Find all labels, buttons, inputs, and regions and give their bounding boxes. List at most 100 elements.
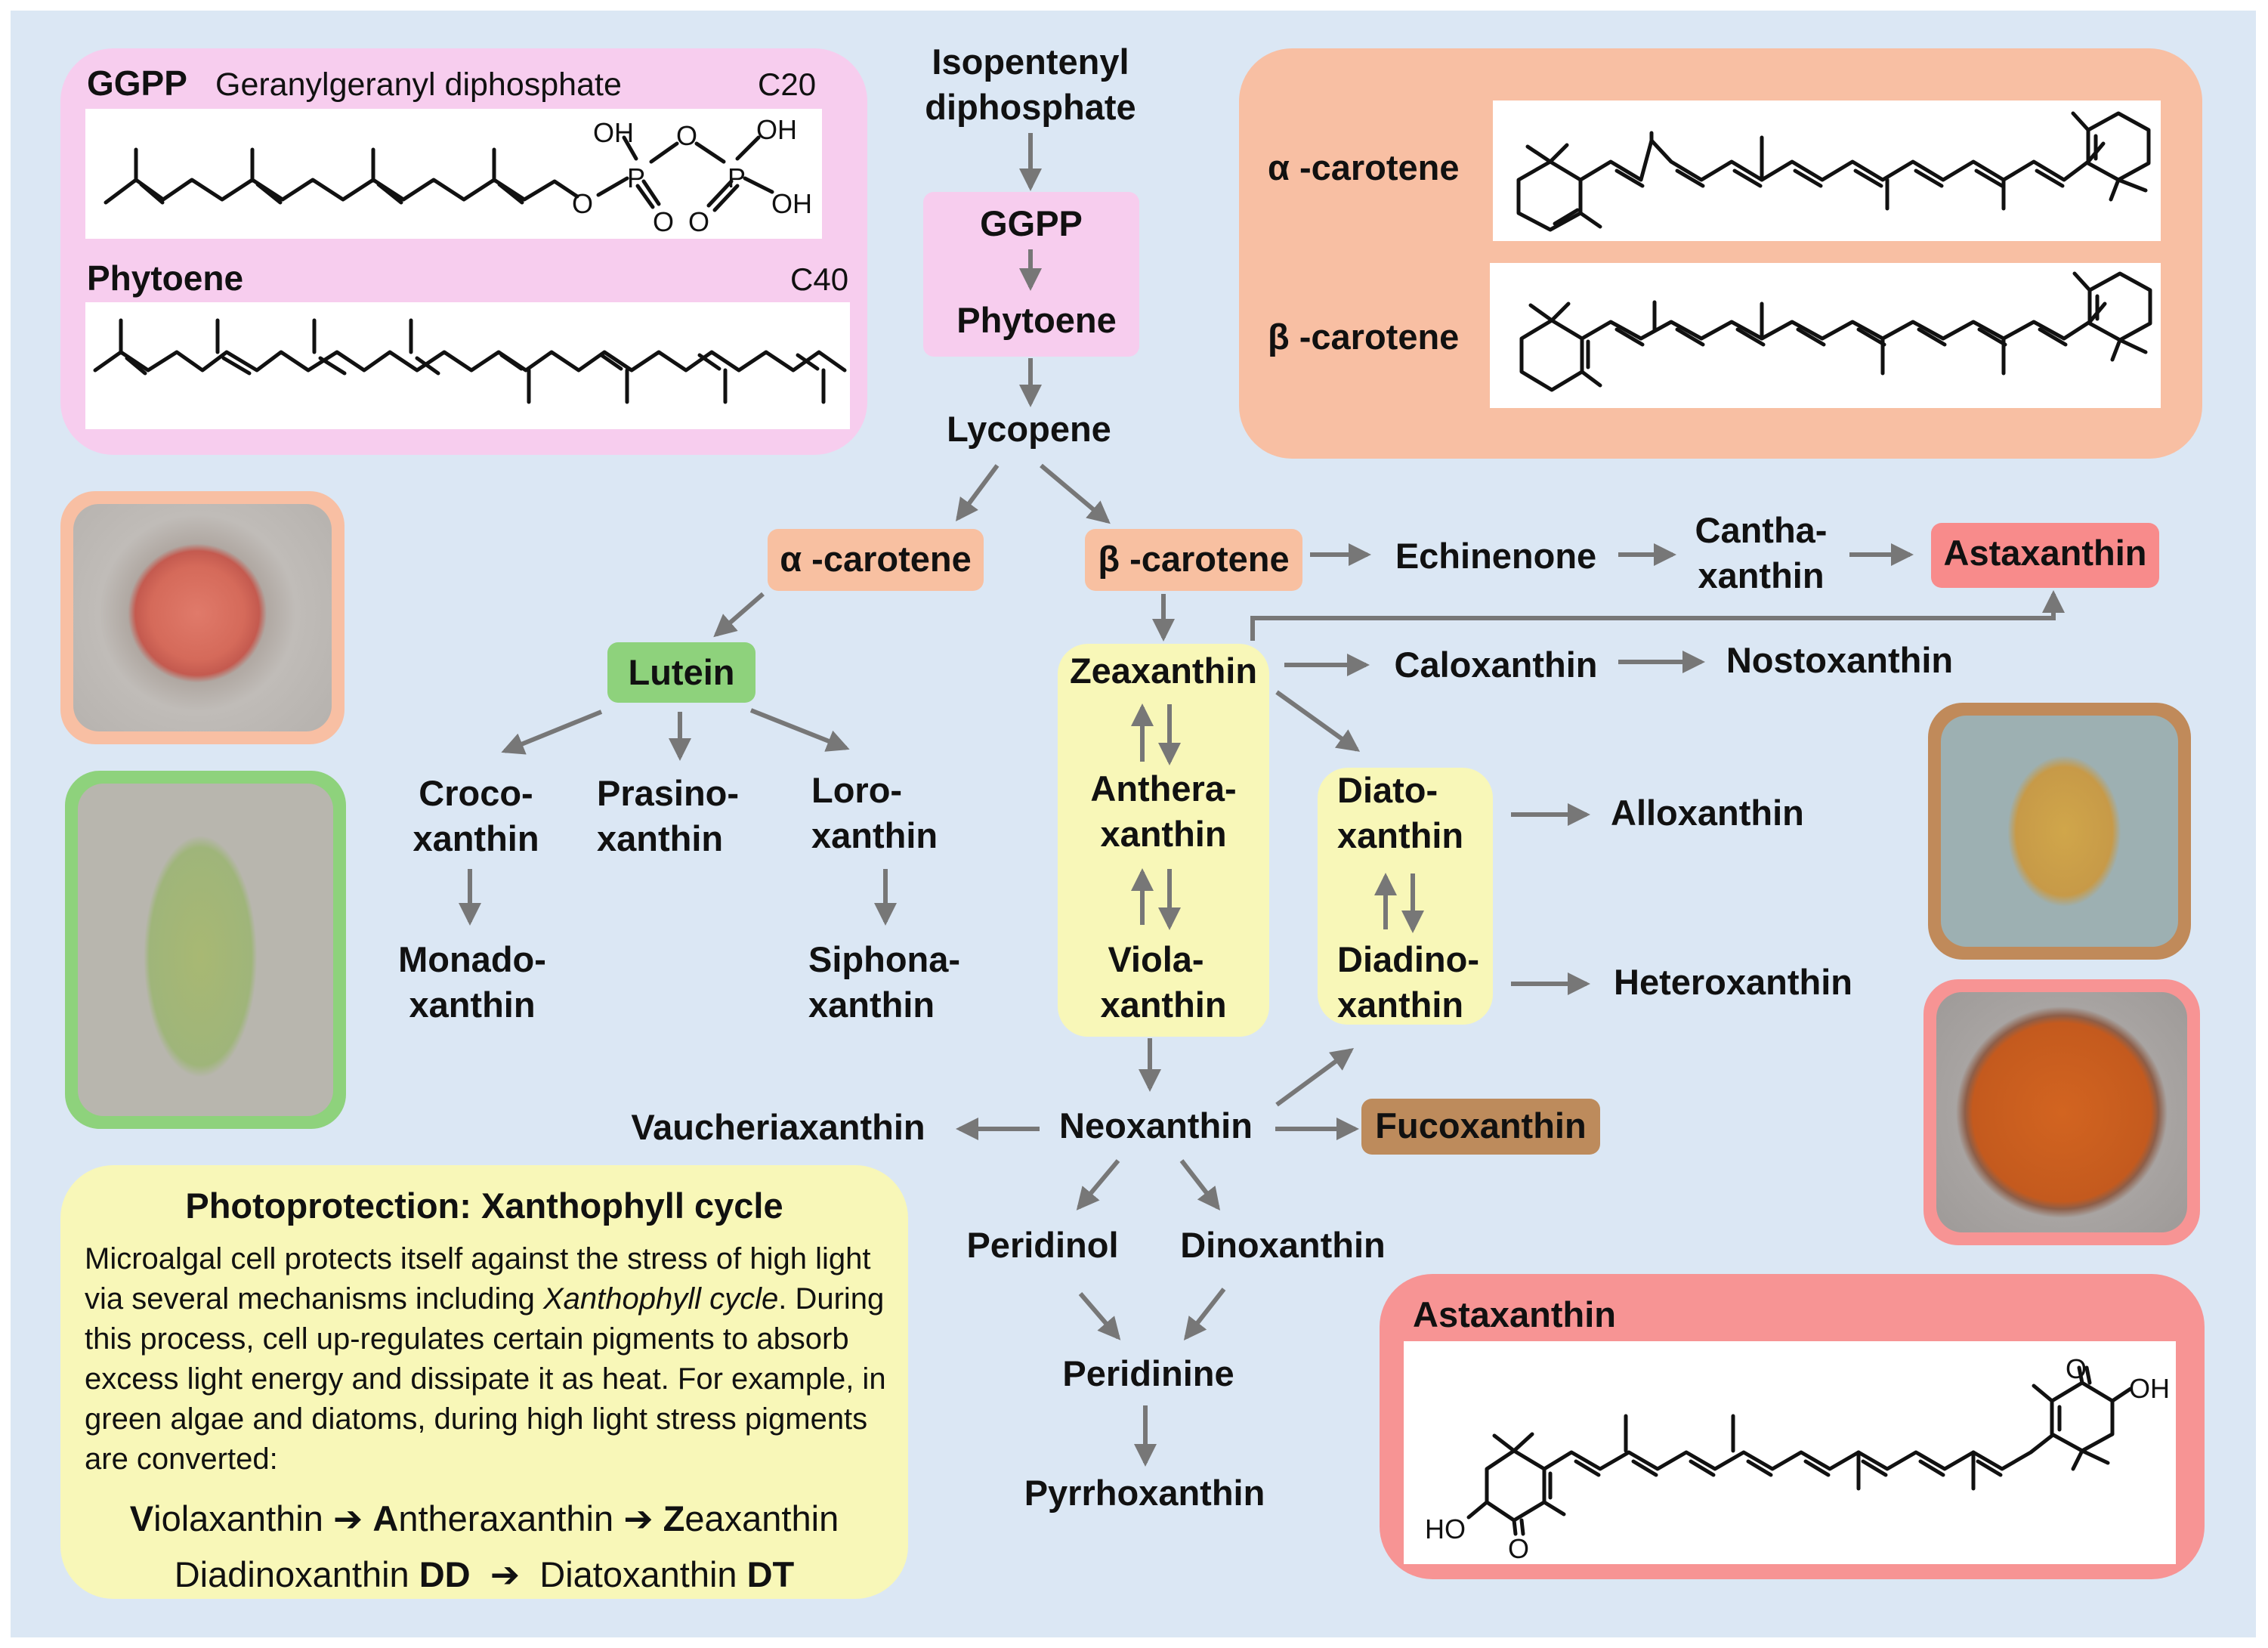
canthaxanthin-line2: xanthin xyxy=(1698,555,1825,595)
cycle1-arrow-1: ➔ xyxy=(332,1498,363,1538)
astaxanthin-atom-oh: OH xyxy=(2129,1373,2170,1404)
cycle2-dt-abbr: DT xyxy=(746,1554,795,1594)
diatom-cell-photo xyxy=(1941,716,2178,947)
astaxanthin-atom-ho: HO xyxy=(1425,1514,1466,1544)
photoprotection-text-1: Microalgal cell protects itself against … xyxy=(85,1242,871,1316)
lutein-node: Lutein xyxy=(628,652,735,692)
astaxanthin-structure-title: Astaxanthin xyxy=(1413,1294,1616,1334)
fucoxanthin-chip xyxy=(1361,1099,1600,1155)
pyrrhoxanthin-node: Pyrrhoxanthin xyxy=(1024,1473,1265,1513)
alpha-carotene-molecule xyxy=(1516,111,2151,232)
alpha-carotene-chip xyxy=(768,529,984,591)
vaucheriaxanthin-node: Vaucheriaxanthin xyxy=(631,1107,925,1147)
zeaxanthin-cycle-chip xyxy=(1058,644,1269,1037)
prasinoxanthin-line1: Prasino- xyxy=(597,773,740,813)
ggpp-abbr: GGPP xyxy=(87,63,187,103)
cycle1-a-initial: A xyxy=(372,1498,399,1538)
ggpp-atom-p1: P xyxy=(626,162,645,193)
siphonaxanthin-line2: xanthin xyxy=(808,985,935,1025)
photoprotection-text-2: . During this process, cell up-regulates… xyxy=(85,1282,886,1476)
antheraxanthin-node: Anthera- xanthin xyxy=(1058,766,1269,857)
alloxanthin-node: Alloxanthin xyxy=(1611,793,1804,833)
cycle1-v-rest: iolaxanthin xyxy=(153,1498,323,1538)
haematococcus-cell-photo xyxy=(1936,992,2187,1232)
crocoxanthin-line2: xanthin xyxy=(413,818,539,858)
red-algae-cell-photo xyxy=(73,504,332,731)
astaxanthin-structure-box xyxy=(1404,1341,2176,1564)
xanthophyll-cycle-2: Diadinoxanthin DD ➔ Diatoxanthin DT xyxy=(60,1552,908,1597)
phytoene-molecule xyxy=(93,318,847,404)
isopentenyl-line1: Isopentenyl xyxy=(932,42,1129,82)
cycle2-dd-abbr: DD xyxy=(419,1554,471,1594)
diatoxanthin-cycle-chip xyxy=(1318,768,1493,1025)
violaxanthin-line1: Viola- xyxy=(1108,939,1204,979)
peridinol-node: Peridinol xyxy=(966,1225,1119,1265)
zeaxanthin-node: Zeaxanthin xyxy=(1069,651,1258,691)
ggpp-node: GGPP xyxy=(980,203,1083,243)
astaxanthin-molecule xyxy=(1466,1365,2133,1536)
diadinoxanthin-node: Diadino- xanthin xyxy=(1337,937,1503,1028)
cycle1-z-initial: Z xyxy=(663,1498,685,1538)
cycle2-dd-name: Diadinoxanthin xyxy=(174,1554,409,1594)
xanthophyll-cycle-1: Violaxanthin ➔ Antheraxanthin ➔ Zeaxanth… xyxy=(60,1496,908,1541)
lutein-chip xyxy=(607,642,755,703)
beta-carotene-structure-label: β -carotene xyxy=(1268,317,1460,357)
heteroxanthin-node: Heteroxanthin xyxy=(1614,962,1852,1002)
ggpp-atom-oh3: OH xyxy=(771,188,812,219)
crocoxanthin-line1: Croco- xyxy=(419,773,533,813)
isopentenyl-diphosphate: Isopentenyl diphosphate xyxy=(910,39,1151,130)
astaxanthin-node: Astaxanthin xyxy=(1943,533,2147,573)
neoxanthin-node: Neoxanthin xyxy=(1059,1105,1253,1146)
prasinoxanthin-line2: xanthin xyxy=(597,818,724,858)
ggpp-atom-oh2: OH xyxy=(756,114,797,145)
ggpp-atom-o-bridge: O xyxy=(675,120,697,151)
phytoene-carbon-count: C40 xyxy=(790,261,849,297)
beta-carotene-molecule xyxy=(1519,271,2152,392)
crocoxanthin-node: Croco- xanthin xyxy=(393,771,559,861)
antheraxanthin-line1: Anthera- xyxy=(1090,768,1237,809)
zeaxanthin-to-astaxanthin-arrow xyxy=(1250,590,2065,641)
fucoxanthin-node: Fucoxanthin xyxy=(1375,1105,1587,1146)
astaxanthin-atom-o-bottom: O xyxy=(1507,1533,1529,1564)
nostoxanthin-node: Nostoxanthin xyxy=(1726,640,1954,680)
photoprotection-title: Photoprotection: Xanthophyll cycle xyxy=(185,1186,783,1226)
diatoxanthin-node: Diato- xanthin xyxy=(1337,768,1488,858)
loroxanthin-node: Loro- xanthin xyxy=(811,768,963,858)
diatoxanthin-line2: xanthin xyxy=(1337,815,1464,855)
siphonaxanthin-node: Siphona- xanthin xyxy=(808,937,982,1028)
photoprotection-description: Microalgal cell protects itself against … xyxy=(85,1239,904,1479)
diadinoxanthin-line1: Diadino- xyxy=(1337,939,1479,979)
beta-carotene-node: β -carotene xyxy=(1098,539,1290,579)
monadoxanthin-line2: xanthin xyxy=(409,985,536,1025)
cycle1-arrow-2: ➔ xyxy=(623,1498,654,1538)
cycle1-a-rest: ntheraxanthin xyxy=(398,1498,614,1538)
lycopene-node: Lycopene xyxy=(947,409,1111,449)
ggpp-atom-o1: O xyxy=(652,206,674,237)
photoprotection-panel xyxy=(60,1165,908,1599)
violaxanthin-node: Viola- xanthin xyxy=(1058,937,1269,1028)
astaxanthin-chip xyxy=(1931,523,2159,588)
canthaxanthin-line1: Cantha- xyxy=(1695,510,1828,550)
violaxanthin-line2: xanthin xyxy=(1100,985,1227,1025)
diadinoxanthin-line2: xanthin xyxy=(1337,985,1464,1025)
phytoene-structure-label: Phytoene xyxy=(87,258,244,298)
loroxanthin-line1: Loro- xyxy=(811,770,903,810)
ggpp-carbon-count: C20 xyxy=(758,66,817,102)
ggpp-full-name: Geranylgeranyl diphosphate xyxy=(215,66,622,103)
peridinine-node: Peridinine xyxy=(1062,1353,1234,1393)
echinenone-node: Echinenone xyxy=(1395,536,1597,576)
isopentenyl-line2: diphosphate xyxy=(925,87,1136,127)
cycle1-z-rest: eaxanthin xyxy=(684,1498,839,1538)
monadoxanthin-line1: Monado- xyxy=(398,939,546,979)
beta-carotene-chip xyxy=(1085,529,1302,591)
caloxanthin-node: Caloxanthin xyxy=(1394,645,1598,685)
canthaxanthin-node: Cantha- xanthin xyxy=(1682,508,1840,598)
alpha-carotene-structure-label: α -carotene xyxy=(1268,147,1460,187)
ggpp-atom-o2: O xyxy=(688,206,709,237)
dinoxanthin-node: Dinoxanthin xyxy=(1180,1225,1386,1265)
siphonaxanthin-line1: Siphona- xyxy=(808,939,961,979)
monadoxanthin-node: Monado- xanthin xyxy=(393,937,552,1028)
loroxanthin-line2: xanthin xyxy=(811,815,938,855)
